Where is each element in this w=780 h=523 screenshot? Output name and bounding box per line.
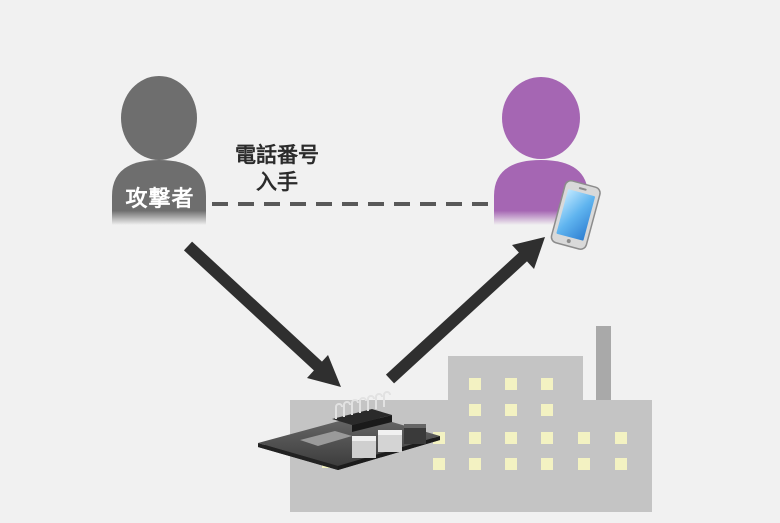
edge-attacker-to-device-arrow bbox=[183, 241, 341, 387]
attacker-label: 攻撃者 bbox=[125, 187, 195, 212]
edge-label-line-2: 入手 bbox=[256, 170, 298, 194]
board-pins bbox=[335, 391, 391, 419]
edge-label-phone-number: 電話番号 入手 bbox=[222, 142, 332, 196]
smartphone-icon bbox=[550, 179, 601, 250]
attacker-person-icon bbox=[112, 76, 206, 225]
board-connectors bbox=[352, 424, 426, 458]
edge-device-to-victim-arrow bbox=[385, 237, 545, 384]
circuit-board-device bbox=[258, 391, 440, 470]
factory-chimney bbox=[596, 326, 611, 406]
edge-label-line-1: 電話番号 bbox=[235, 143, 319, 167]
